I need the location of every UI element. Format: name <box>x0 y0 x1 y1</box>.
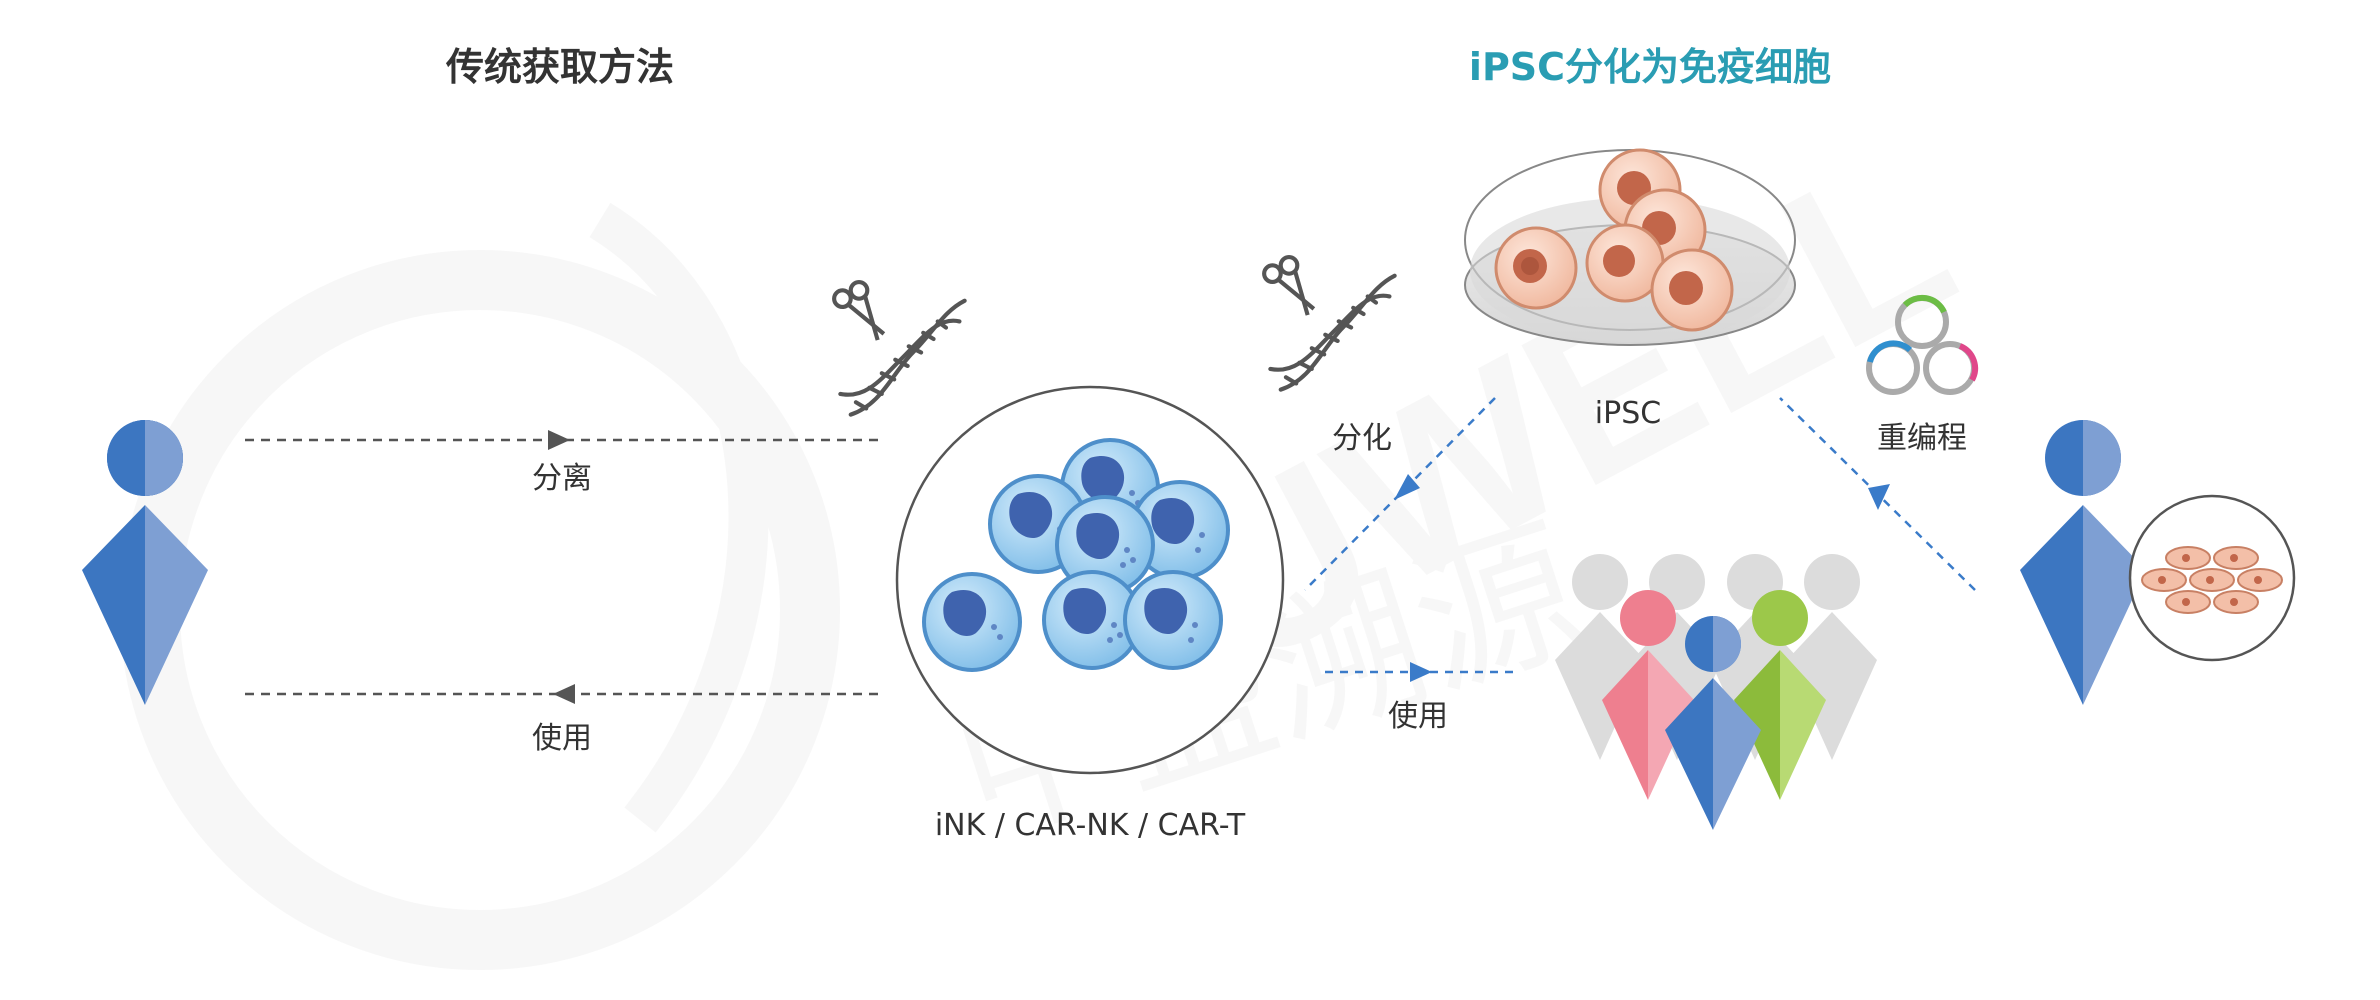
patient-crowd-icon <box>1555 554 1877 830</box>
differentiate-label: 分化 <box>1332 421 1392 456</box>
use-label-right: 使用 <box>1388 699 1448 734</box>
right-section-title: iPSC分化为免疫细胞 <box>1469 45 1831 89</box>
immune-cell <box>922 572 1022 672</box>
immune-cells-label: iNK / CAR-NK / CAR-T <box>935 808 1246 843</box>
somatic-cells-circle <box>2128 494 2296 662</box>
person-blue <box>1665 616 1761 830</box>
ipsc-cells <box>1494 148 1734 332</box>
separate-arrow <box>245 430 880 450</box>
reprogram-label: 重编程 <box>1877 421 1967 456</box>
immune-cell <box>1055 495 1155 595</box>
left-section-title: 传统获取方法 <box>445 45 674 89</box>
gene-editing-icon <box>834 282 964 415</box>
person-green <box>1734 590 1826 800</box>
reprogram-arrow <box>1779 397 1976 591</box>
patient-person-icon <box>82 420 208 705</box>
immune-cells-circle <box>895 385 1285 775</box>
differentiate-arrow <box>1304 397 1496 591</box>
immune-cell <box>1042 570 1142 670</box>
use-label-left: 使用 <box>532 721 592 756</box>
immune-cell <box>1130 480 1230 580</box>
ipsc-label: iPSC <box>1595 396 1661 431</box>
plasmid-icon <box>1866 294 1979 395</box>
use-arrow-left <box>245 684 880 704</box>
separate-label: 分离 <box>532 461 592 496</box>
immune-cell <box>1123 570 1223 670</box>
donor-person-icon <box>2020 420 2146 705</box>
use-arrow-right <box>1325 662 1515 682</box>
